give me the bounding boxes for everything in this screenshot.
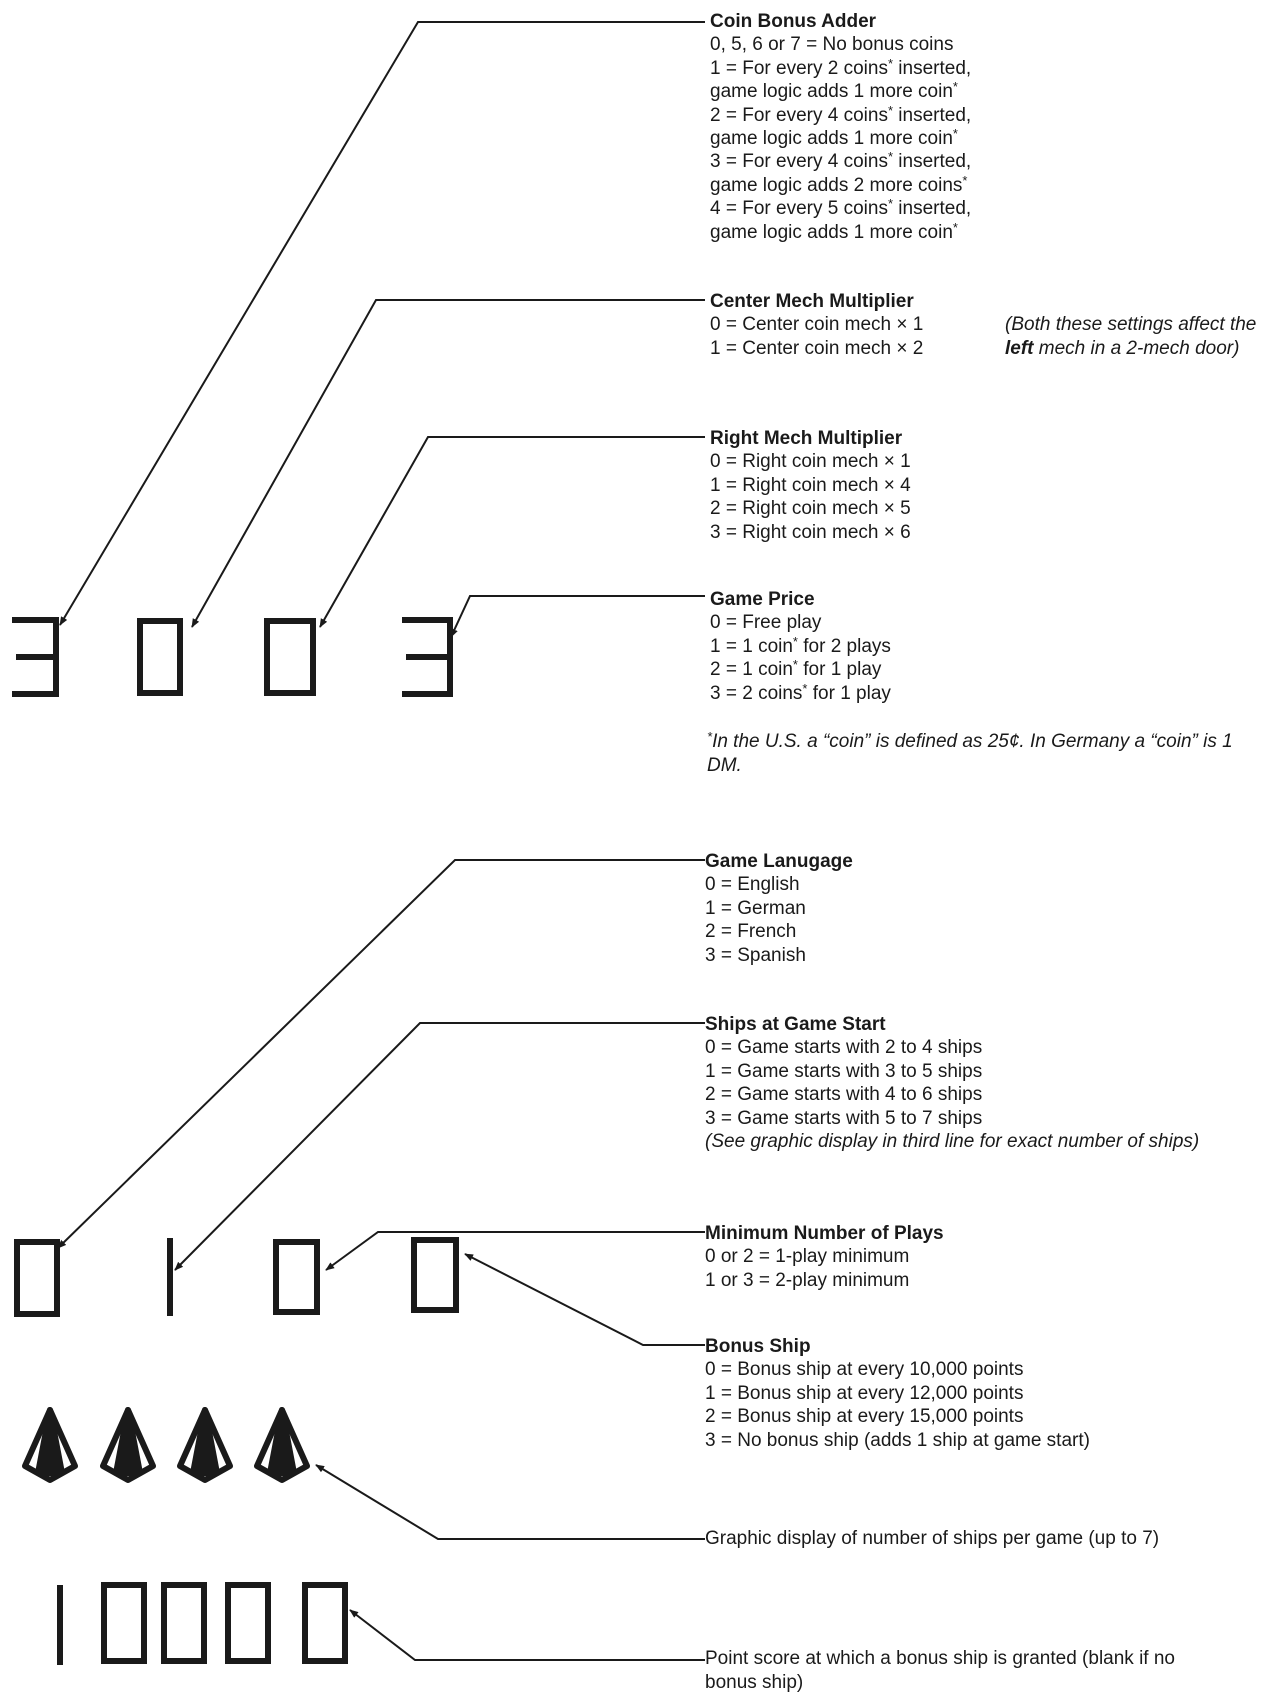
game-price-title: Game Price — [710, 589, 815, 610]
coin-bonus-option: 2 = For every 4 coins* inserted, — [710, 102, 972, 126]
game-language-option: 2 = French — [705, 921, 797, 943]
game-price-option: 1 = 1 coin* for 2 plays — [710, 633, 891, 657]
point-score-leader — [349, 1609, 705, 1661]
bonus-ship-option: 3 = No bonus ship (adds 1 ship at game s… — [705, 1429, 1090, 1451]
right-mech-block: Right Mech Multiplier 0 = Right coin mec… — [710, 427, 911, 544]
ships-start-option: 0 = Game starts with 2 to 4 ships — [705, 1037, 983, 1059]
bonus-ship-option: 2 = Bonus ship at every 15,000 points — [705, 1406, 1024, 1428]
min-plays-option: 1 or 3 = 2-play minimum — [705, 1269, 910, 1291]
ships-start-note: (See graphic display in third line for e… — [705, 1131, 1200, 1152]
game-language-leader — [57, 859, 705, 1249]
min-plays-leader — [325, 1231, 705, 1271]
coin-bonus-option: game logic adds 1 more coin* — [710, 79, 958, 103]
game-price-block: Game Price 0 = Free play 1 = 1 coin* for… — [710, 588, 891, 705]
coin-bonus-option: game logic adds 2 more coins* — [710, 172, 968, 196]
bonus-score-digit-3 — [161, 1582, 207, 1664]
game-price-option: 0 = Free play — [710, 612, 822, 634]
bonus-ship-block: Bonus Ship 0 = Bonus ship at every 10,00… — [705, 1335, 1090, 1452]
coin-bonus-option: 1 = For every 2 coins* inserted, — [710, 55, 972, 79]
game-language-option: 0 = English — [705, 874, 800, 896]
top-display-digit-2 — [137, 618, 183, 696]
right-mech-leader — [319, 436, 705, 628]
game-language-option: 3 = Spanish — [705, 944, 806, 966]
game-language-title: Game Lanugage — [705, 851, 853, 872]
graphic-display-label: Graphic display of number of ships per g… — [705, 1528, 1160, 1549]
ship-icon — [254, 1407, 310, 1483]
coin-bonus-option: 4 = For every 5 coins* inserted, — [710, 196, 972, 220]
game-language-option: 1 = German — [705, 897, 806, 919]
game-price-option: 3 = 2 coins* for 1 play — [710, 680, 891, 704]
game-price-option: 2 = 1 coin* for 1 play — [710, 657, 882, 681]
coin-bonus-option: game logic adds 1 more coin* — [710, 219, 958, 243]
ships-start-option: 1 = Game starts with 3 to 5 ships — [705, 1060, 983, 1082]
right-mech-option: 2 = Right coin mech × 5 — [710, 498, 911, 520]
bonus-score-digit-2 — [101, 1582, 147, 1664]
bottom-display-digit-1 — [14, 1239, 60, 1317]
coin-bonus-leader — [59, 21, 705, 626]
ships-start-option: 3 = Game starts with 5 to 7 ships — [705, 1107, 983, 1129]
top-display-digit-3 — [264, 618, 316, 696]
center-mech-option: 1 = Center coin mech × 2 — [710, 337, 924, 359]
coin-bonus-option: game logic adds 1 more coin* — [710, 126, 958, 150]
right-mech-option: 1 = Right coin mech × 4 — [710, 474, 911, 496]
bonus-score-digit-4 — [225, 1582, 271, 1664]
coin-bonus-option: 0, 5, 6 or 7 = No bonus coins — [710, 34, 954, 56]
top-display-digit-4 — [402, 617, 453, 697]
bonus-ship-title: Bonus Ship — [705, 1336, 811, 1357]
center-mech-option: 0 = Center coin mech × 1 — [710, 314, 924, 336]
bottom-display-digit-4 — [411, 1237, 459, 1313]
game-price-leader — [450, 595, 705, 638]
right-mech-option: 0 = Right coin mech × 1 — [710, 451, 911, 473]
ship-icon — [22, 1407, 78, 1483]
center-mech-title: Center Mech Multiplier — [710, 291, 914, 312]
min-plays-block: Minimum Number of Plays 0 or 2 = 1-play … — [705, 1222, 944, 1292]
right-mech-option: 3 = Right coin mech × 6 — [710, 521, 911, 543]
bonus-ship-option: 1 = Bonus ship at every 12,000 points — [705, 1382, 1024, 1404]
min-plays-title: Minimum Number of Plays — [705, 1223, 944, 1244]
graphic-display-leader — [315, 1464, 705, 1540]
coin-bonus-option: 3 = For every 4 coins* inserted, — [710, 149, 972, 173]
ship-icon — [100, 1407, 156, 1483]
center-mech-note: (Both these settings affect the left mec… — [1005, 314, 1257, 359]
bonus-ship-leader — [464, 1253, 705, 1346]
bonus-score-digit-5 — [302, 1582, 348, 1664]
center-mech-leader — [191, 299, 705, 628]
bottom-display-digit-3 — [273, 1239, 320, 1315]
ships-start-leader — [174, 1022, 705, 1271]
point-score-label: Point score at which a bonus ship is gra… — [705, 1648, 1175, 1693]
ships-start-title: Ships at Game Start — [705, 1014, 886, 1035]
bonus-ship-option: 0 = Bonus ship at every 10,000 points — [705, 1359, 1024, 1381]
coin-bonus-adder-title: Coin Bonus Adder — [710, 11, 877, 32]
top-display-digit-1 — [12, 617, 59, 697]
right-mech-title: Right Mech Multiplier — [710, 428, 903, 449]
min-plays-option: 0 or 2 = 1-play minimum — [705, 1246, 910, 1268]
ships-start-block: Ships at Game Start 0 = Game starts with… — [705, 1013, 982, 1130]
center-mech-block: Center Mech Multiplier 0 = Center coin m… — [710, 290, 923, 360]
coin-footnote: *In the U.S. a “coin” is defined as 25¢.… — [707, 729, 1233, 776]
coin-bonus-adder-block: Coin Bonus Adder 0, 5, 6 or 7 = No bonus… — [710, 10, 971, 244]
ships-start-option: 2 = Game starts with 4 to 6 ships — [705, 1084, 983, 1106]
ship-icon — [177, 1407, 233, 1483]
game-language-block: Game Lanugage 0 = English 1 = German 2 =… — [705, 850, 853, 967]
